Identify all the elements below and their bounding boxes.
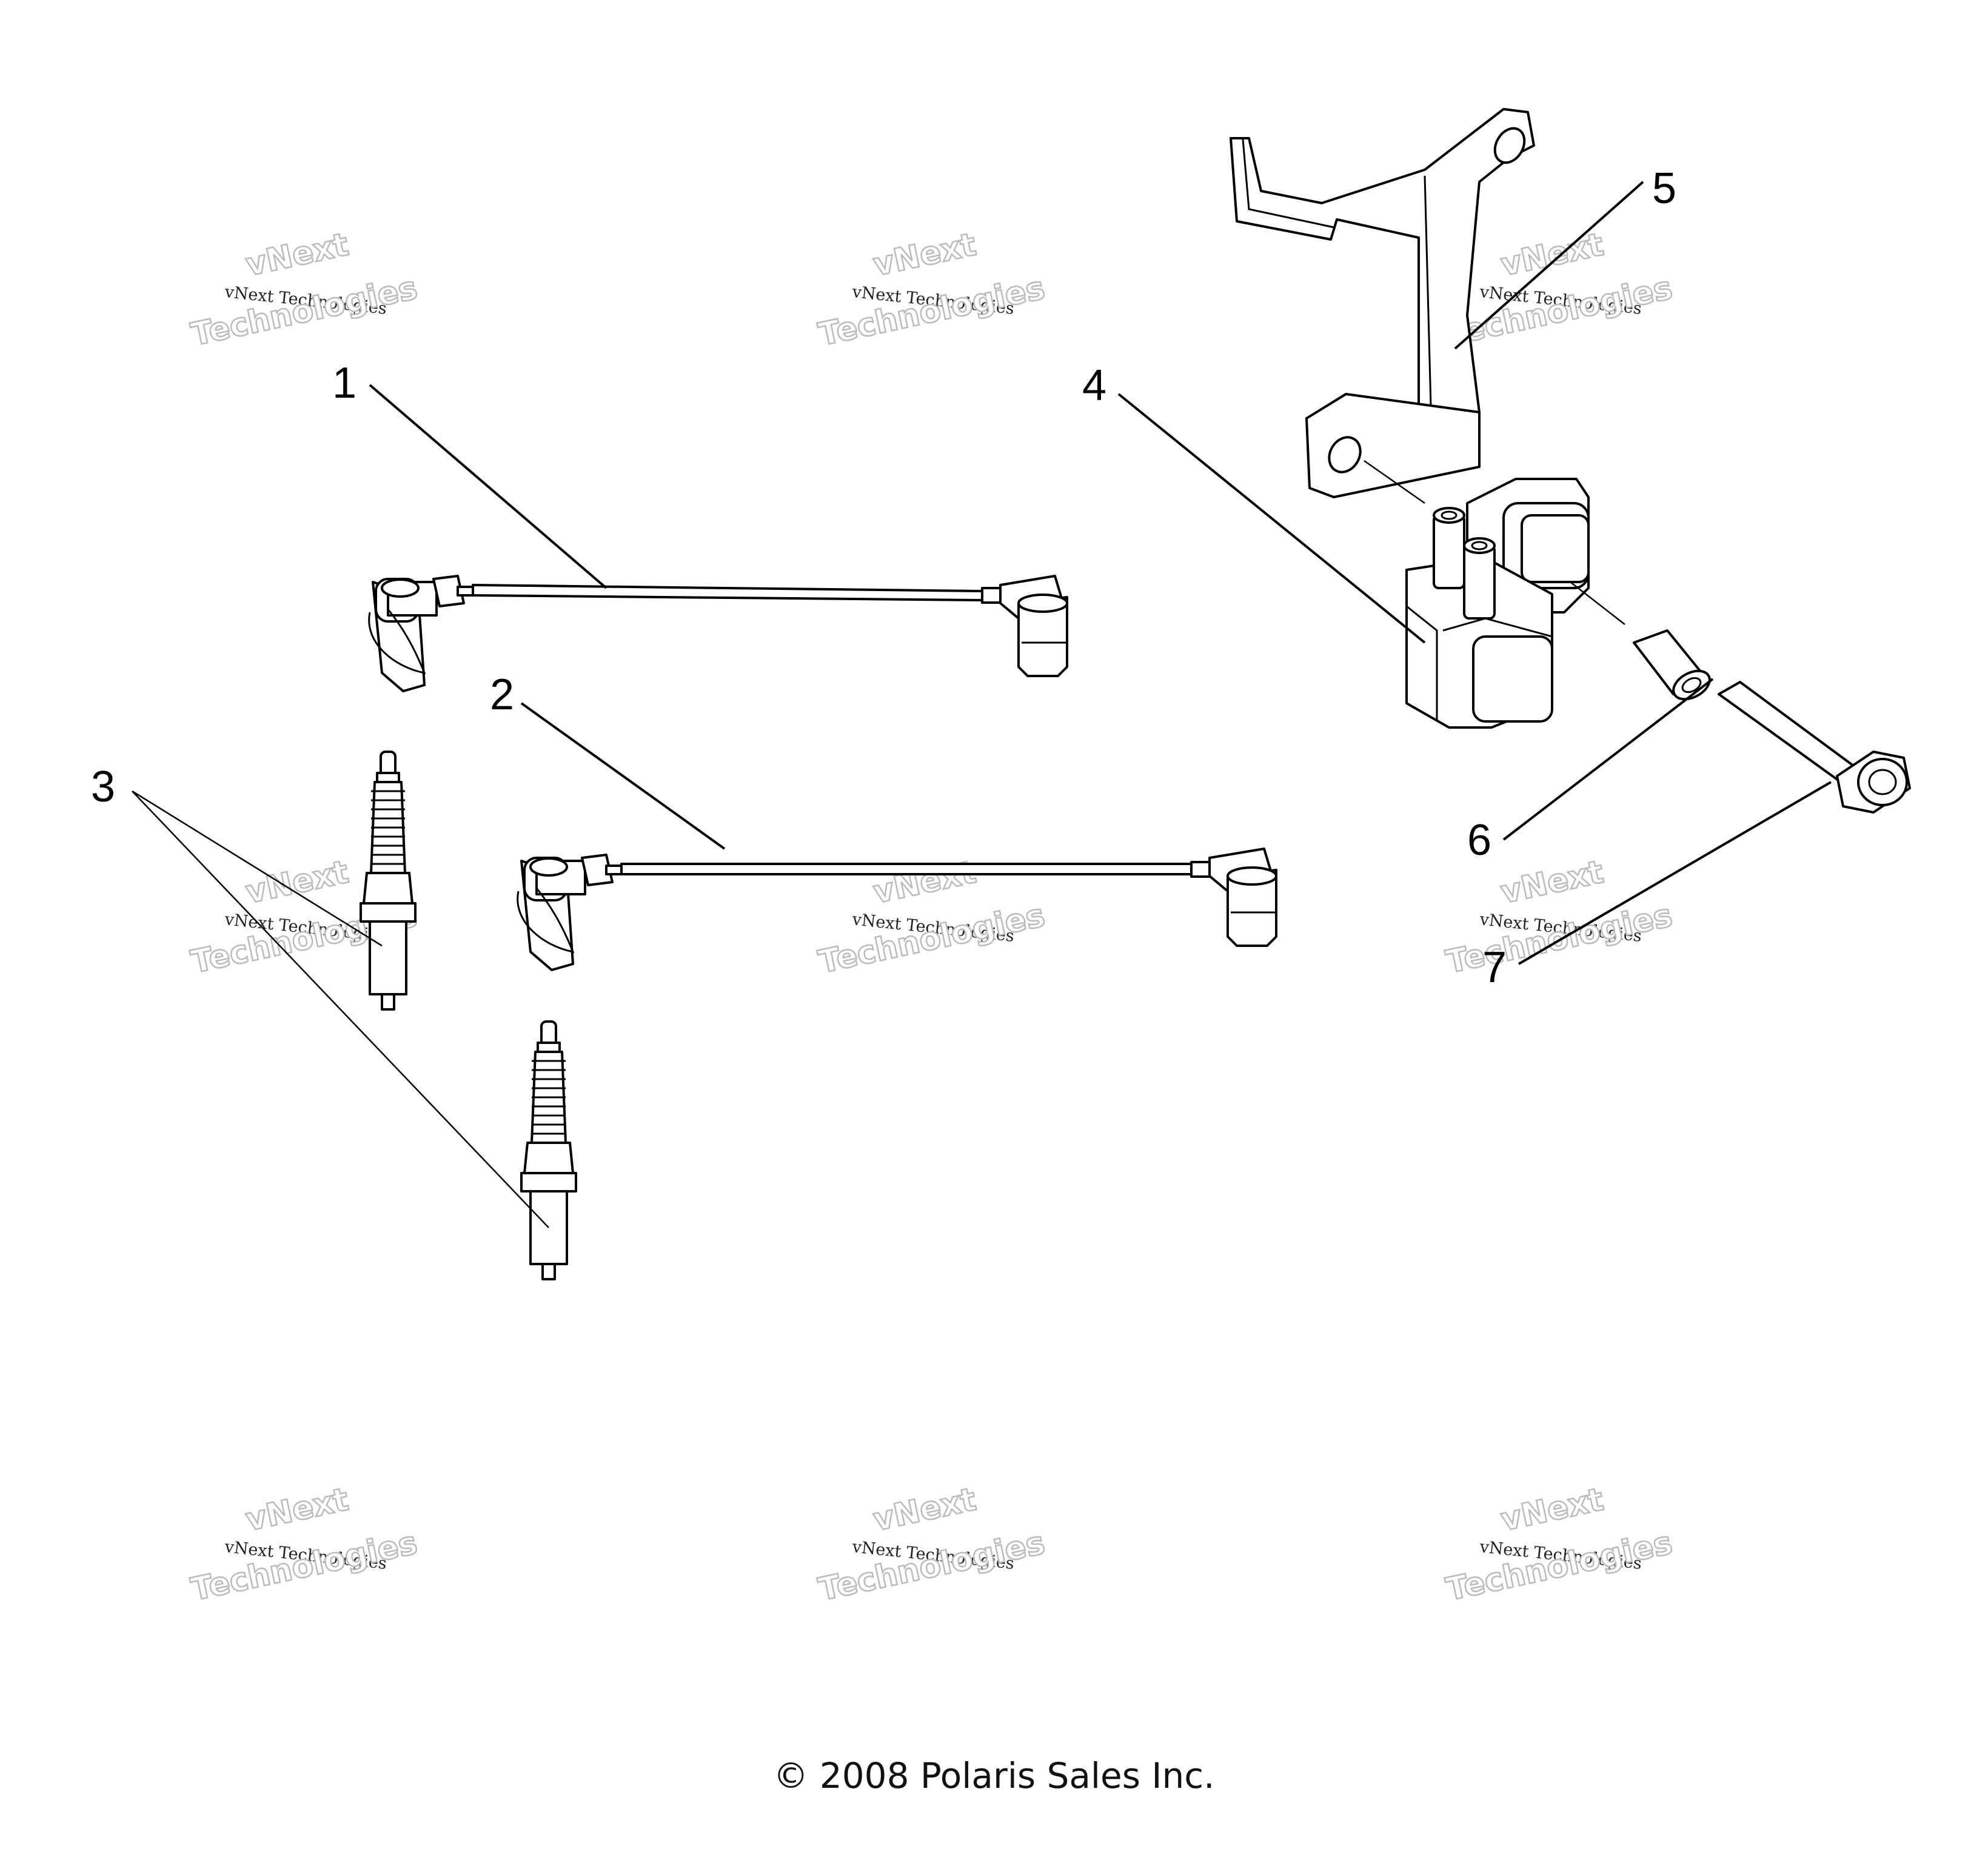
- callout-3: 3: [91, 763, 115, 811]
- spark-plug-wire-1: [368, 575, 1068, 692]
- coil-tower: [1433, 507, 1465, 589]
- watermark: vNext vNext Technologies Technologies: [1442, 226, 1676, 354]
- watermark: vNext vNext Technologies Technologies: [187, 226, 421, 354]
- spark-plug-wire-2: [517, 848, 1277, 971]
- watermark-line3: Technologies: [188, 270, 420, 353]
- watermark: vNext vNext Technologies Technologies: [815, 1480, 1049, 1609]
- watermark: vNext vNext Technologies Technologies: [1442, 853, 1676, 982]
- spacer: [1633, 629, 1711, 701]
- mounting-bracket: [1230, 108, 1535, 498]
- callout-labels: 1 2 3 4 5 6 7: [91, 164, 1676, 992]
- watermark: vNext vNext Technologies Technologies: [815, 226, 1049, 354]
- callout-4: 4: [1082, 361, 1106, 410]
- coil-tower: [1463, 537, 1496, 620]
- watermark-line3: Technologies: [815, 270, 1048, 353]
- watermark-line1: vNext: [243, 1481, 352, 1538]
- watermark: vNext vNext Technologies Technologies: [1442, 1480, 1676, 1609]
- bolt: [1718, 681, 1911, 814]
- watermark-line3: Technologies: [815, 897, 1048, 981]
- copyright-notice: © 2008 Polaris Sales Inc.: [773, 1755, 1215, 1796]
- watermark-line1: vNext: [243, 854, 352, 911]
- watermark-line3: Technologies: [1443, 1525, 1675, 1608]
- watermark-line3: Technologies: [188, 1525, 420, 1608]
- callout-2: 2: [490, 671, 514, 719]
- watermark-line1: vNext: [870, 1481, 979, 1538]
- callout-5: 5: [1652, 164, 1676, 213]
- watermark-line3: Technologies: [1443, 270, 1675, 353]
- watermark-line1: vNext: [870, 854, 979, 911]
- spark-plug-lower: [520, 1020, 577, 1280]
- callout-1: 1: [332, 359, 356, 407]
- ignition-coil: [1405, 478, 1590, 729]
- watermark-line1: vNext: [1498, 226, 1607, 283]
- callout-7: 7: [1482, 943, 1507, 992]
- watermark-line1: vNext: [1498, 854, 1607, 911]
- watermark-line3: Technologies: [815, 1525, 1048, 1608]
- watermark-line1: vNext: [1498, 1481, 1607, 1538]
- spark-plug-upper: [360, 751, 417, 1011]
- watermark: vNext vNext Technologies Technologies: [187, 1480, 421, 1609]
- watermark-line1: vNext: [243, 226, 352, 283]
- watermark-line1: vNext: [870, 226, 979, 283]
- callout-6: 6: [1467, 816, 1491, 865]
- leader-lines: [132, 181, 1832, 1228]
